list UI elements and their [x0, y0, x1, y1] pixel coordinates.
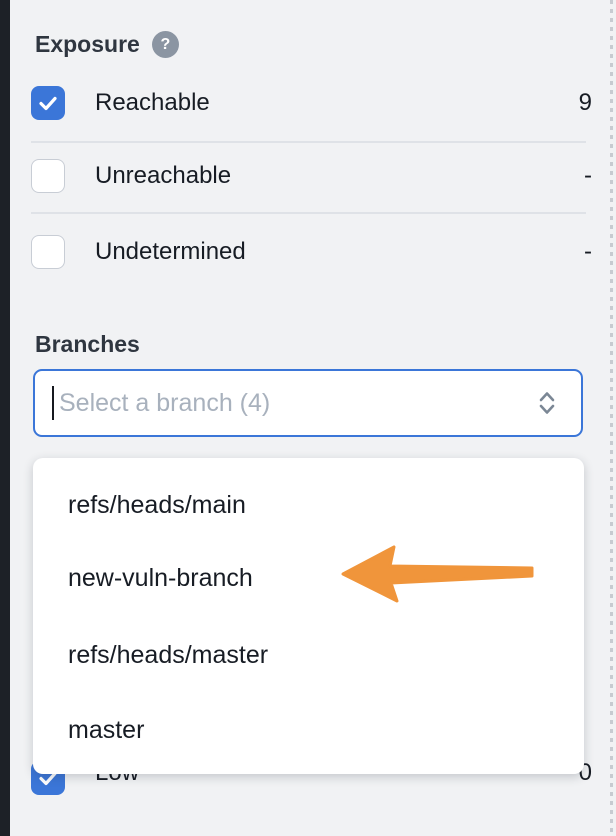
branch-select-input[interactable]: Select a branch (4) [33, 369, 583, 437]
exposure-section-title: Exposure ? [35, 31, 179, 58]
filter-row-reachable[interactable]: Reachable 9 [31, 86, 592, 120]
filter-count: - [584, 238, 592, 265]
chevron-updown-icon[interactable] [533, 389, 561, 417]
filter-row-undetermined[interactable]: Undetermined - [31, 235, 592, 269]
branches-title-text: Branches [35, 331, 140, 357]
filter-row-unreachable[interactable]: Unreachable - [31, 159, 592, 193]
branch-dropdown-menu: refs/heads/main new-vuln-branch refs/hea… [33, 458, 584, 774]
exposure-title-text: Exposure [35, 31, 140, 57]
filter-label: Unreachable [95, 162, 232, 189]
branches-section-title: Branches [35, 331, 140, 358]
filter-label: Undetermined [95, 238, 246, 265]
window-edge [0, 0, 10, 836]
filter-label: Reachable [95, 89, 210, 116]
checkmark-icon [39, 771, 57, 786]
divider [31, 141, 586, 143]
checkmark-icon [39, 96, 57, 111]
checkbox-unchecked-icon[interactable] [31, 159, 65, 193]
branch-option[interactable]: refs/heads/main [68, 491, 246, 519]
divider [31, 212, 586, 214]
checkbox-checked-icon[interactable] [31, 86, 65, 120]
branch-option[interactable]: refs/heads/master [68, 641, 269, 669]
annotation-arrow-icon [341, 545, 534, 603]
branch-select-placeholder: Select a branch (4) [59, 388, 271, 417]
filter-count: 9 [578, 89, 592, 116]
panel-resize-handle[interactable] [610, 0, 613, 836]
branch-option[interactable]: new-vuln-branch [68, 564, 253, 592]
branch-option[interactable]: master [68, 716, 145, 744]
filter-count: - [584, 162, 592, 189]
text-cursor [52, 386, 54, 420]
help-icon[interactable]: ? [151, 31, 179, 58]
checkbox-unchecked-icon[interactable] [31, 235, 65, 269]
